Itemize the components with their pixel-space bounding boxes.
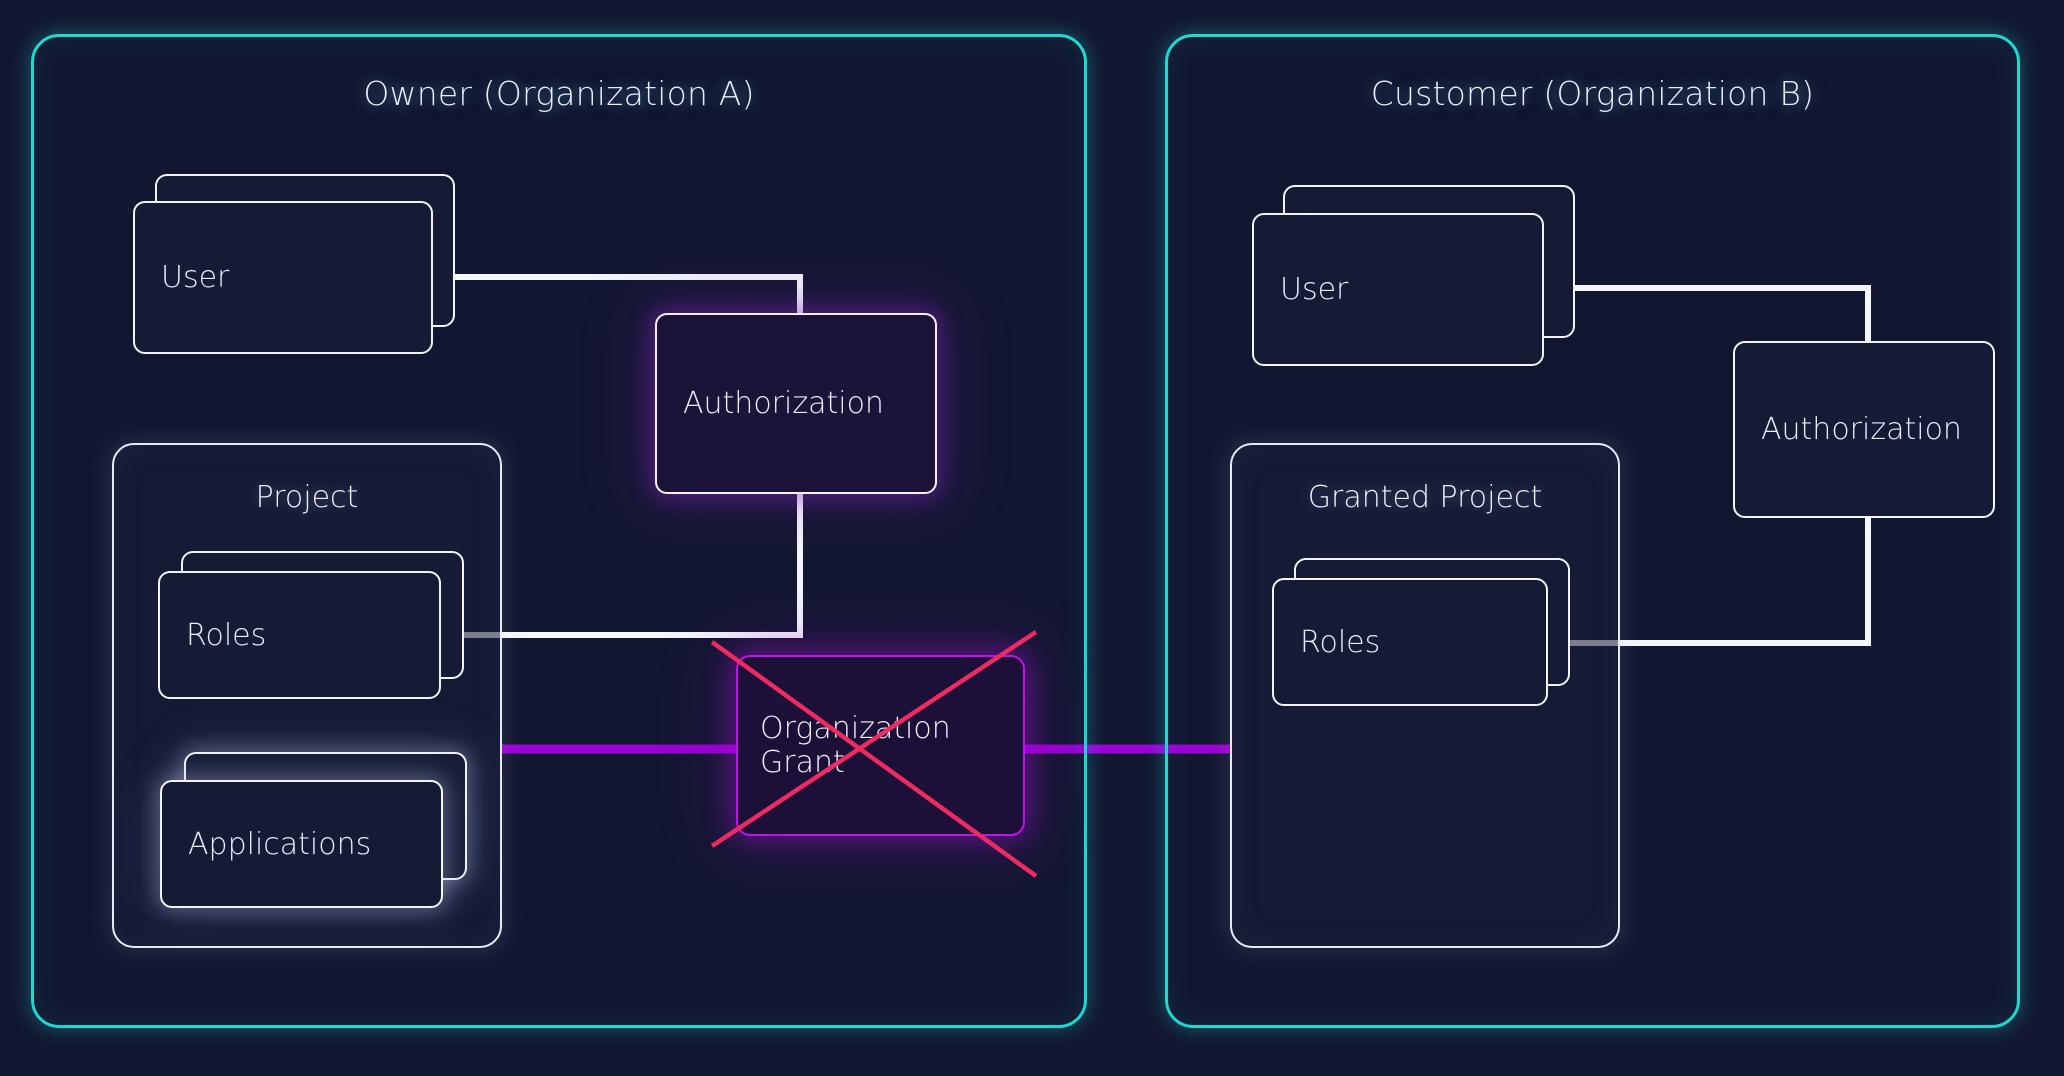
- customer-authorization-label: Authorization: [1761, 412, 1962, 447]
- owner-project-group-title: Project: [255, 480, 359, 515]
- owner-roles-label: Roles: [186, 617, 267, 653]
- owner-authorization-node[interactable]: Authorization: [655, 313, 937, 494]
- owner-user-label: User: [161, 260, 230, 295]
- customer-granted-project-group-title: Granted Project: [1307, 480, 1543, 515]
- org-panel-owner[interactable]: [31, 34, 1087, 1028]
- owner-authorization-label: Authorization: [683, 386, 884, 421]
- owner-applications-label: Applications: [188, 826, 372, 862]
- owner-applications-node[interactable]: Applications: [160, 780, 443, 908]
- customer-user-node[interactable]: User: [1252, 213, 1544, 366]
- owner-roles-node[interactable]: Roles: [158, 571, 441, 699]
- customer-authorization-node[interactable]: Authorization: [1733, 341, 1995, 518]
- org-panel-customer[interactable]: [1165, 34, 2020, 1028]
- customer-roles-label: Roles: [1300, 624, 1381, 660]
- connector-customer-authorization-to-roles: [1562, 515, 1871, 646]
- customer-roles-node[interactable]: Roles: [1272, 578, 1548, 706]
- org-panel-customer-title: Customer (Organization B): [1370, 74, 1815, 113]
- connector-customer-user-to-authorization: [1555, 285, 1871, 344]
- connector-owner-user-to-authorization: [445, 274, 803, 316]
- customer-user-label: User: [1280, 272, 1349, 307]
- owner-user-node[interactable]: User: [133, 201, 433, 354]
- org-panel-owner-title: Owner (Organization A): [363, 74, 755, 113]
- organization-grant-label: Organization Grant: [760, 710, 951, 780]
- organization-grant-node[interactable]: Organization Grant: [736, 655, 1025, 836]
